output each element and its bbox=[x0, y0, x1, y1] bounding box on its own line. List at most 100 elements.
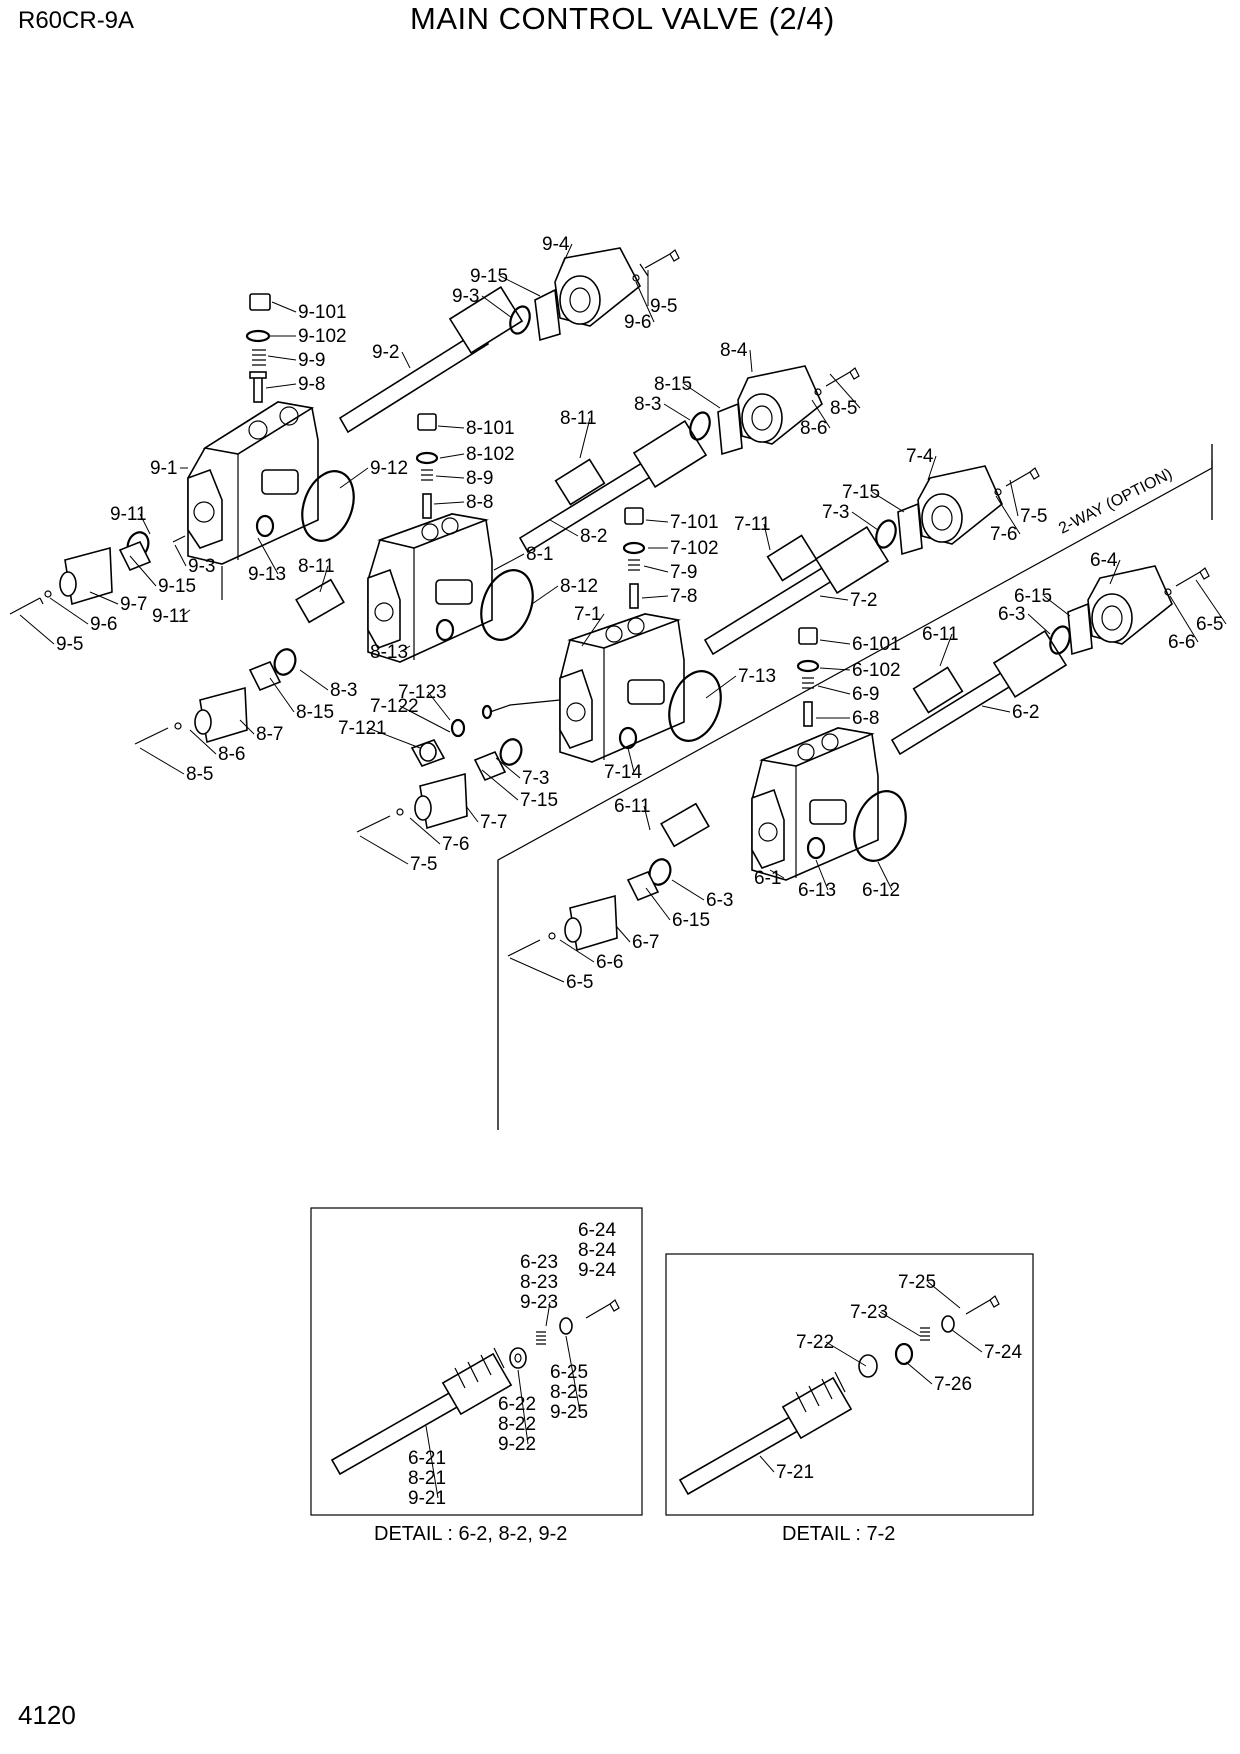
callout-8-21: 8-21 bbox=[408, 1468, 446, 1489]
detail-right: DETAIL : 7-2 bbox=[665, 1253, 1034, 1545]
callout-9-102: 9-102 bbox=[298, 326, 347, 347]
callout-7-14: 7-14 bbox=[604, 762, 642, 783]
callout-9-6: 9-6 bbox=[90, 614, 117, 635]
leader-line bbox=[257, 537, 279, 575]
callout-8-22: 8-22 bbox=[498, 1414, 536, 1435]
callout-6-12: 6-12 bbox=[862, 880, 900, 901]
leader-line bbox=[877, 861, 893, 891]
leader-line bbox=[269, 677, 295, 713]
leader-line bbox=[401, 351, 411, 369]
leader-line bbox=[769, 869, 785, 879]
leader-line bbox=[319, 565, 329, 593]
callout-7-3: 7-3 bbox=[522, 768, 549, 789]
callout-9-15: 9-15 bbox=[158, 576, 196, 597]
callout-7-102: 7-102 bbox=[670, 538, 719, 559]
callout-8-6: 8-6 bbox=[218, 744, 245, 765]
callout-8-12: 8-12 bbox=[560, 576, 598, 597]
callout-7-1: 7-1 bbox=[574, 604, 601, 625]
callout-9-7: 9-7 bbox=[120, 594, 147, 615]
valve-section-6 bbox=[507, 565, 1210, 957]
callout-6-25: 6-25 bbox=[550, 1362, 588, 1383]
leader-line bbox=[671, 879, 705, 901]
model-number: R60CR-9A bbox=[18, 7, 135, 34]
callout-8-23: 8-23 bbox=[520, 1272, 558, 1293]
callout-6-101: 6-101 bbox=[852, 634, 901, 655]
leader-line bbox=[817, 685, 851, 695]
leader-line bbox=[645, 519, 669, 523]
callout-6-11: 6-11 bbox=[922, 624, 959, 645]
leader-line bbox=[359, 835, 409, 865]
leader-line bbox=[981, 705, 1011, 713]
callout-6-3: 6-3 bbox=[998, 604, 1025, 625]
leader-line bbox=[409, 817, 441, 845]
callout-6-5: 6-5 bbox=[566, 972, 593, 993]
leader-line bbox=[189, 729, 217, 755]
leader-line bbox=[531, 585, 559, 605]
callout-9-2: 9-2 bbox=[372, 342, 399, 363]
callout-8-11: 8-11 bbox=[298, 556, 335, 577]
callout-8-102: 8-102 bbox=[466, 444, 515, 465]
callout-6-3: 6-3 bbox=[706, 890, 733, 911]
callout-8-3: 8-3 bbox=[330, 680, 357, 701]
leader-line bbox=[481, 295, 513, 319]
callout-9-1: 9-1 bbox=[150, 458, 177, 479]
leader-line bbox=[559, 939, 595, 963]
leader-line bbox=[465, 805, 479, 823]
leader-line bbox=[499, 275, 541, 297]
callout-8-3: 8-3 bbox=[634, 394, 661, 415]
callout-8-13: 8-13 bbox=[370, 642, 408, 663]
leader-line bbox=[181, 609, 191, 617]
callout-9-5: 9-5 bbox=[56, 634, 83, 655]
leader-line bbox=[299, 669, 329, 691]
leader-line bbox=[565, 1335, 581, 1413]
callout-8-25: 8-25 bbox=[550, 1382, 588, 1403]
callout-8-1: 8-1 bbox=[526, 544, 553, 565]
valve-section-9 bbox=[9, 247, 680, 615]
leader-line bbox=[939, 633, 953, 667]
leader-line bbox=[871, 491, 905, 513]
callout-7-5: 7-5 bbox=[410, 854, 437, 875]
leader-line bbox=[995, 495, 1021, 535]
callout-7-22: 7-22 bbox=[796, 1332, 834, 1353]
leader-line bbox=[683, 383, 721, 409]
detail-left: DETAIL : 6-2, 8-2, 9-2 bbox=[310, 1207, 643, 1545]
leader-line bbox=[763, 523, 771, 551]
callout-7-23: 7-23 bbox=[850, 1302, 888, 1323]
callout-7-8: 7-8 bbox=[670, 586, 697, 607]
callout-9-11: 9-11 bbox=[110, 504, 147, 525]
leader-line bbox=[879, 1311, 921, 1337]
callout-6-6: 6-6 bbox=[1168, 632, 1195, 653]
callout-6-9: 6-9 bbox=[852, 684, 879, 705]
callout-7-21: 7-21 bbox=[776, 1462, 814, 1483]
leader-line bbox=[339, 467, 369, 489]
callout-8-9: 8-9 bbox=[466, 468, 493, 489]
callout-7-9: 7-9 bbox=[670, 562, 697, 583]
callout-7-4: 7-4 bbox=[906, 446, 934, 467]
leader-line bbox=[129, 555, 157, 587]
callout-6-2: 6-2 bbox=[1012, 702, 1039, 723]
leader-line bbox=[819, 595, 849, 601]
leader-line bbox=[89, 591, 119, 605]
valve-section-7 bbox=[356, 465, 1040, 833]
callout-7-11: 7-11 bbox=[734, 514, 771, 535]
callout-9-21: 9-21 bbox=[408, 1488, 446, 1509]
callout-7-15: 7-15 bbox=[842, 482, 880, 503]
callout-8-11: 8-11 bbox=[560, 408, 597, 429]
leader-line bbox=[433, 501, 465, 505]
leader-line bbox=[545, 1301, 551, 1327]
callout-9-12: 9-12 bbox=[370, 458, 408, 479]
leader-line bbox=[1109, 559, 1121, 585]
leader-line bbox=[174, 544, 187, 567]
leader-line bbox=[49, 597, 89, 625]
leader-line bbox=[495, 757, 521, 779]
callout-6-4: 6-4 bbox=[1090, 550, 1118, 571]
callout-6-1: 6-1 bbox=[754, 868, 781, 889]
callout-7-2: 7-2 bbox=[850, 590, 877, 611]
leader-line bbox=[581, 613, 605, 647]
leader-line bbox=[641, 595, 669, 599]
leader-line bbox=[759, 1455, 775, 1473]
callout-8-6: 8-6 bbox=[800, 418, 827, 439]
callout-8-24: 8-24 bbox=[578, 1240, 616, 1261]
callout-8-101: 8-101 bbox=[466, 418, 515, 439]
